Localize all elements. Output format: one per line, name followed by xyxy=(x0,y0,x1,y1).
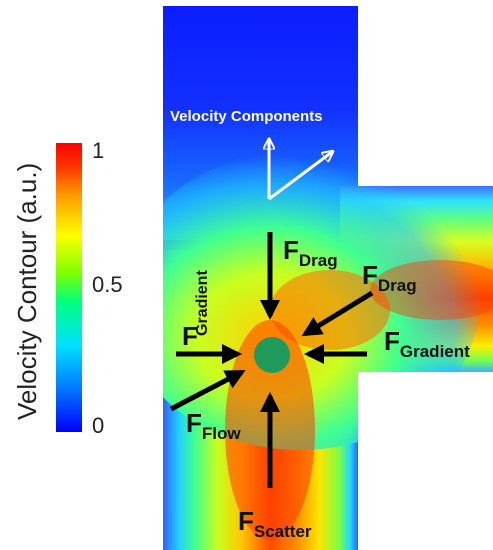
colorbar-title: Velocity Contour (a.u.) xyxy=(12,163,42,420)
channel xyxy=(163,6,493,550)
label-gradient-left-subscript: Gradient xyxy=(194,270,211,336)
label-f-drag-top: FDrag xyxy=(283,235,338,270)
label-f-scatter: FScatter xyxy=(238,506,312,541)
velocity-axis-diagonal xyxy=(268,152,332,201)
arrow-drag-right xyxy=(301,290,374,337)
label-f-flow: FFlow xyxy=(186,408,241,443)
velocity-components-label: Velocity Components xyxy=(170,108,323,125)
label-f-gradient-left: F xyxy=(182,321,198,351)
label-f-gradient-right: FGradient xyxy=(384,326,470,361)
colorbar-tick-0.5: 0.5 xyxy=(92,272,123,297)
colorbar: 1 0.5 0 Velocity Contour (a.u.) xyxy=(12,138,123,438)
velocity-components: Velocity Components xyxy=(170,108,332,201)
particle xyxy=(254,337,290,373)
arrow-flow xyxy=(169,369,246,412)
label-f-drag-right: FDrag xyxy=(362,260,417,295)
colorbar-gradient xyxy=(56,143,82,432)
colorbar-tick-0: 0 xyxy=(92,413,104,438)
force-labels: FDrag FDrag FGradient F Gradient FFlow F… xyxy=(182,235,470,541)
force-arrows xyxy=(169,232,374,488)
colorbar-tick-1: 1 xyxy=(92,138,104,163)
